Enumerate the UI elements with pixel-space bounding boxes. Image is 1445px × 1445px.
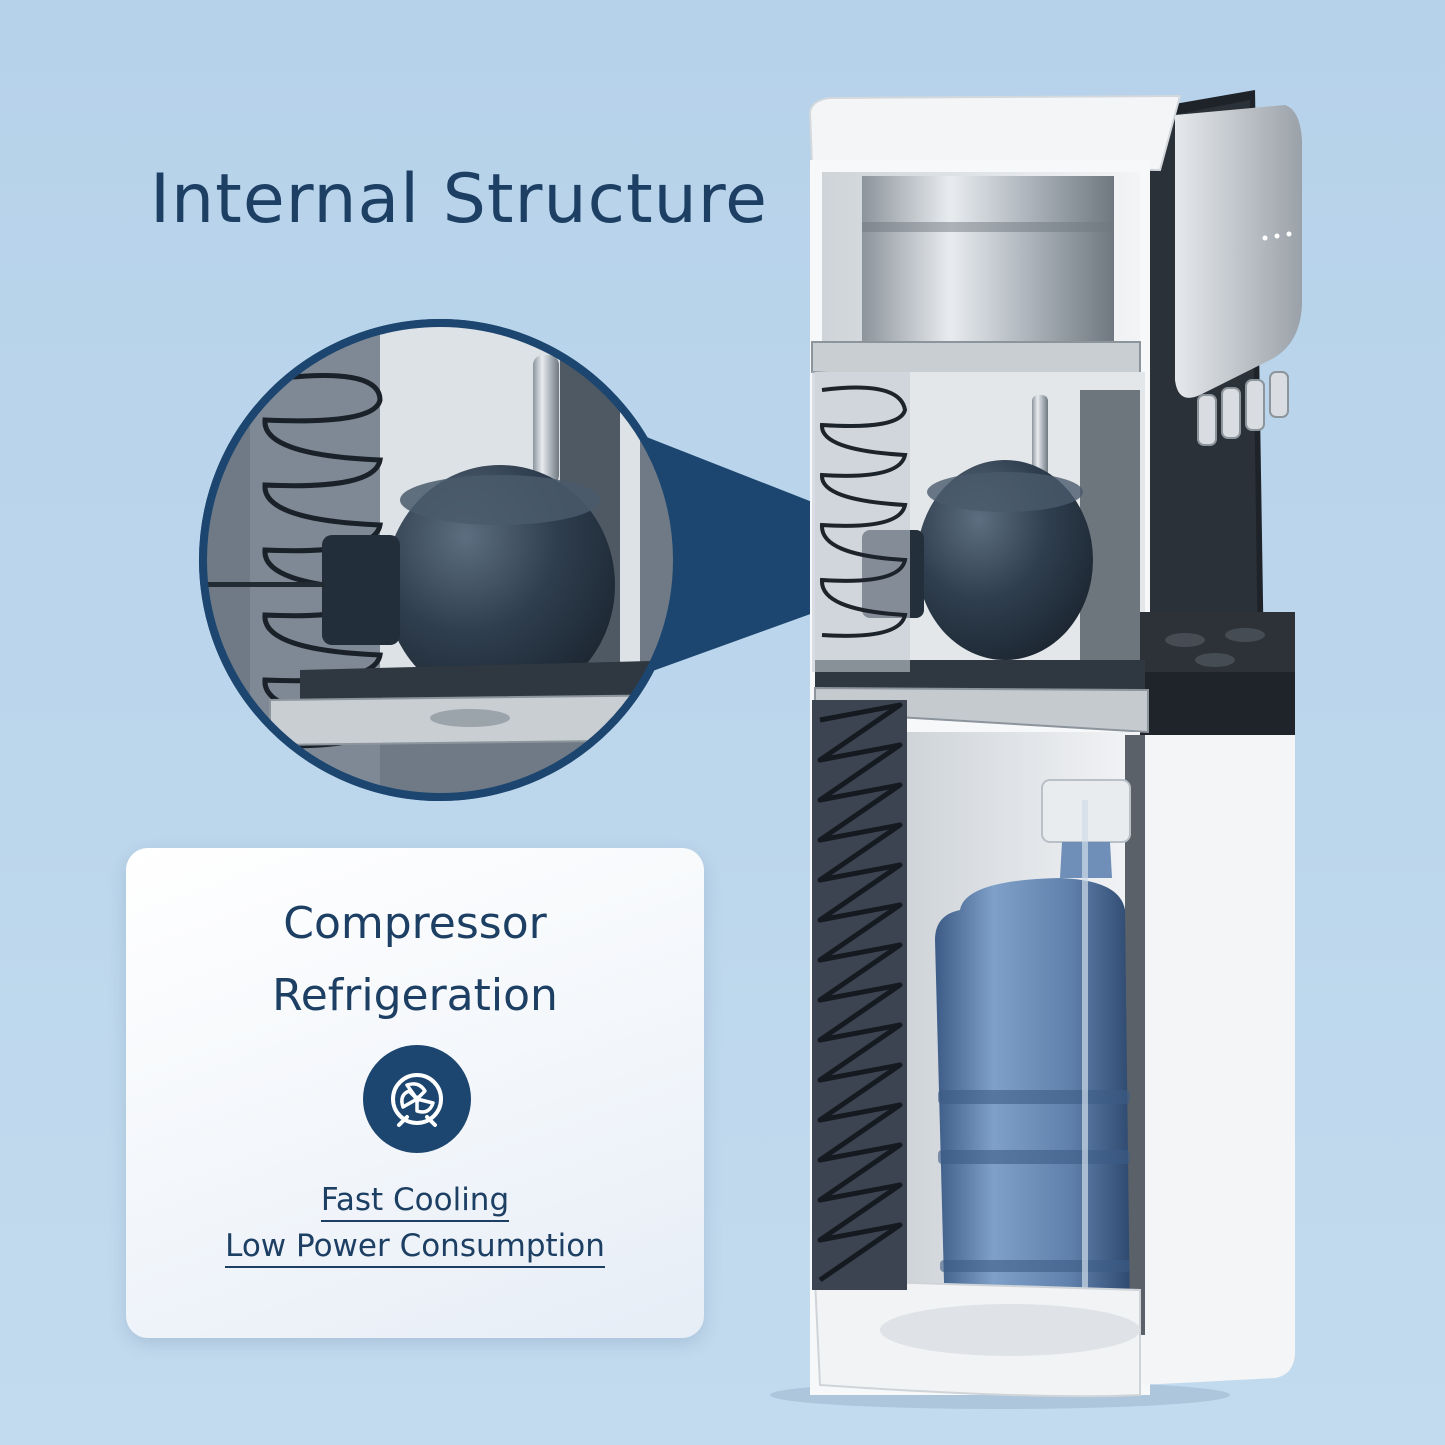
card-title-line1: Compressor (283, 898, 547, 949)
zoom-detail (199, 319, 681, 801)
feature-card: Compressor Refrigeration Fast Cooling Lo… (126, 848, 704, 1338)
feature-low-power: Low Power Consumption (126, 1228, 704, 1268)
cooling-fan-icon (391, 1073, 443, 1127)
feature-fast-cooling: Fast Cooling (126, 1182, 704, 1222)
card-title-line2: Refrigeration (272, 970, 558, 1021)
water-bottle (935, 779, 1131, 1348)
page-title: Internal Structure (150, 160, 769, 239)
water-dispenser (770, 90, 1302, 1409)
cooling-badge (363, 1045, 471, 1153)
